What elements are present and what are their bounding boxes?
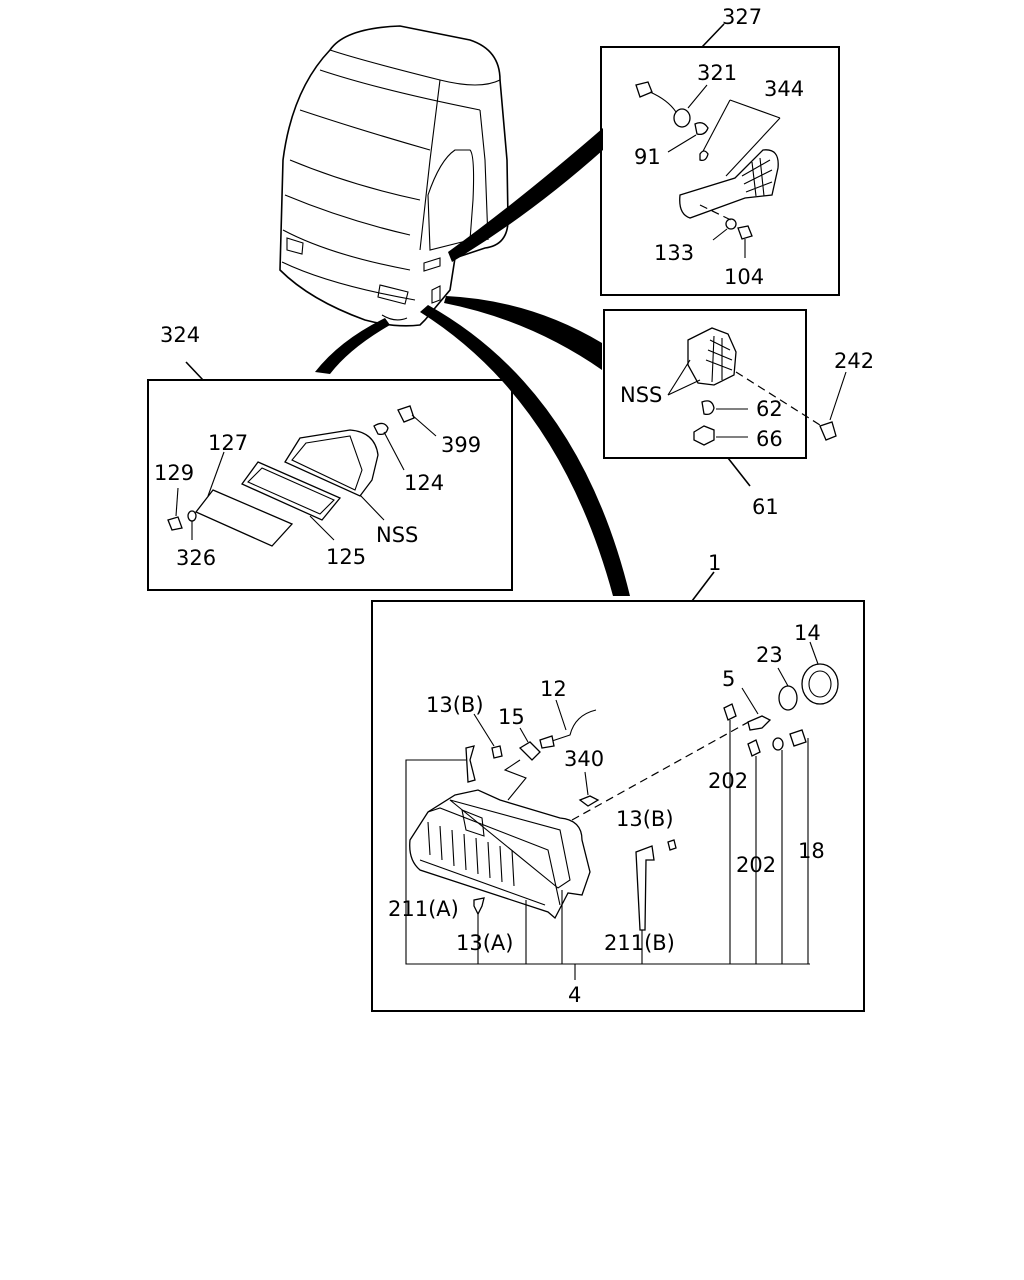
label-326: 326 — [176, 546, 216, 570]
label-211b: 211(B) — [604, 931, 675, 955]
nut-13b-mid — [667, 839, 677, 851]
housing-nss — [284, 429, 379, 497]
socket-399 — [397, 405, 415, 423]
nut-66 — [693, 425, 715, 446]
label-12: 12 — [540, 677, 567, 701]
box-327 — [600, 46, 840, 296]
label-13b-top: 13(B) — [426, 693, 484, 717]
screw-18 — [789, 729, 807, 747]
label-129: 129 — [154, 461, 194, 485]
label-5: 5 — [722, 667, 735, 691]
label-13b-mid: 13(B) — [616, 807, 674, 831]
truck-cab-illustration — [279, 25, 509, 327]
bulb-small — [699, 150, 709, 162]
label-344: 344 — [764, 77, 804, 101]
label-124: 124 — [404, 471, 444, 495]
marker-lamp-61 — [687, 327, 737, 386]
cap-23 — [778, 685, 798, 711]
gasket-125 — [241, 461, 342, 521]
label-127: 127 — [208, 431, 248, 455]
clip-202b — [747, 739, 761, 757]
label-202b: 202 — [736, 853, 776, 877]
screw-340 — [578, 795, 600, 807]
label-62: 62 — [756, 397, 783, 421]
sweep-to-327 — [448, 128, 603, 262]
screw-242 — [819, 421, 837, 441]
label-327: 327 — [722, 5, 762, 29]
bulb-91 — [694, 122, 709, 136]
sweep-leaders — [315, 128, 630, 596]
label-23: 23 — [756, 643, 783, 667]
label-399: 399 — [441, 433, 481, 457]
label-18: 18 — [798, 839, 825, 863]
assembly-324 — [147, 361, 513, 591]
lens-127 — [194, 489, 294, 547]
assembly-61 — [603, 309, 847, 487]
label-202a: 202 — [708, 769, 748, 793]
label-340: 340 — [564, 747, 604, 771]
side-lamp-344 — [679, 149, 779, 219]
box-61 — [603, 309, 807, 459]
screw-211a — [473, 897, 485, 916]
label-61: 61 — [752, 495, 779, 519]
ring-14 — [801, 663, 839, 705]
label-324: 324 — [160, 323, 200, 347]
assembly-1 — [371, 571, 865, 1012]
label-104: 104 — [724, 265, 764, 289]
bracket-211b — [635, 845, 655, 931]
bulb-5 — [747, 715, 772, 731]
label-133: 133 — [654, 241, 694, 265]
sweep-to-61 — [444, 296, 602, 370]
label-61-nss: NSS — [620, 383, 662, 407]
cable-12 — [539, 735, 555, 749]
label-4: 4 — [568, 983, 581, 1007]
box-324 — [147, 379, 513, 591]
box-1 — [371, 600, 865, 1012]
washer-326 — [187, 510, 197, 522]
callout-labels: 327 321 344 91 133 104 324 127 129 326 1… — [154, 5, 874, 1007]
sweep-to-324 — [315, 318, 390, 374]
washer-18 — [772, 737, 784, 751]
label-14: 14 — [794, 621, 821, 645]
headlamp-body-4 — [409, 789, 591, 920]
label-211a: 211(A) — [388, 897, 459, 921]
assembly-327 — [600, 23, 840, 296]
clip-202a — [723, 703, 737, 721]
label-91: 91 — [634, 145, 661, 169]
socket-connector — [635, 81, 653, 98]
sweep-to-1 — [420, 305, 630, 596]
washer-133 — [725, 218, 737, 230]
bracket-13b-top — [465, 745, 476, 783]
label-321: 321 — [697, 61, 737, 85]
label-66: 66 — [756, 427, 783, 451]
screw-104 — [737, 225, 753, 240]
cap-15 — [518, 741, 541, 761]
label-324-nss: NSS — [376, 523, 418, 547]
nut-13b-top — [491, 745, 503, 759]
bulb-124 — [373, 422, 389, 436]
screw-129 — [167, 516, 183, 531]
bulb-62 — [701, 400, 715, 416]
label-15: 15 — [498, 705, 525, 729]
label-242: 242 — [834, 349, 874, 373]
label-1: 1 — [708, 551, 721, 575]
label-125: 125 — [326, 545, 366, 569]
label-13a: 13(A) — [456, 931, 513, 955]
socket-321 — [673, 108, 691, 128]
